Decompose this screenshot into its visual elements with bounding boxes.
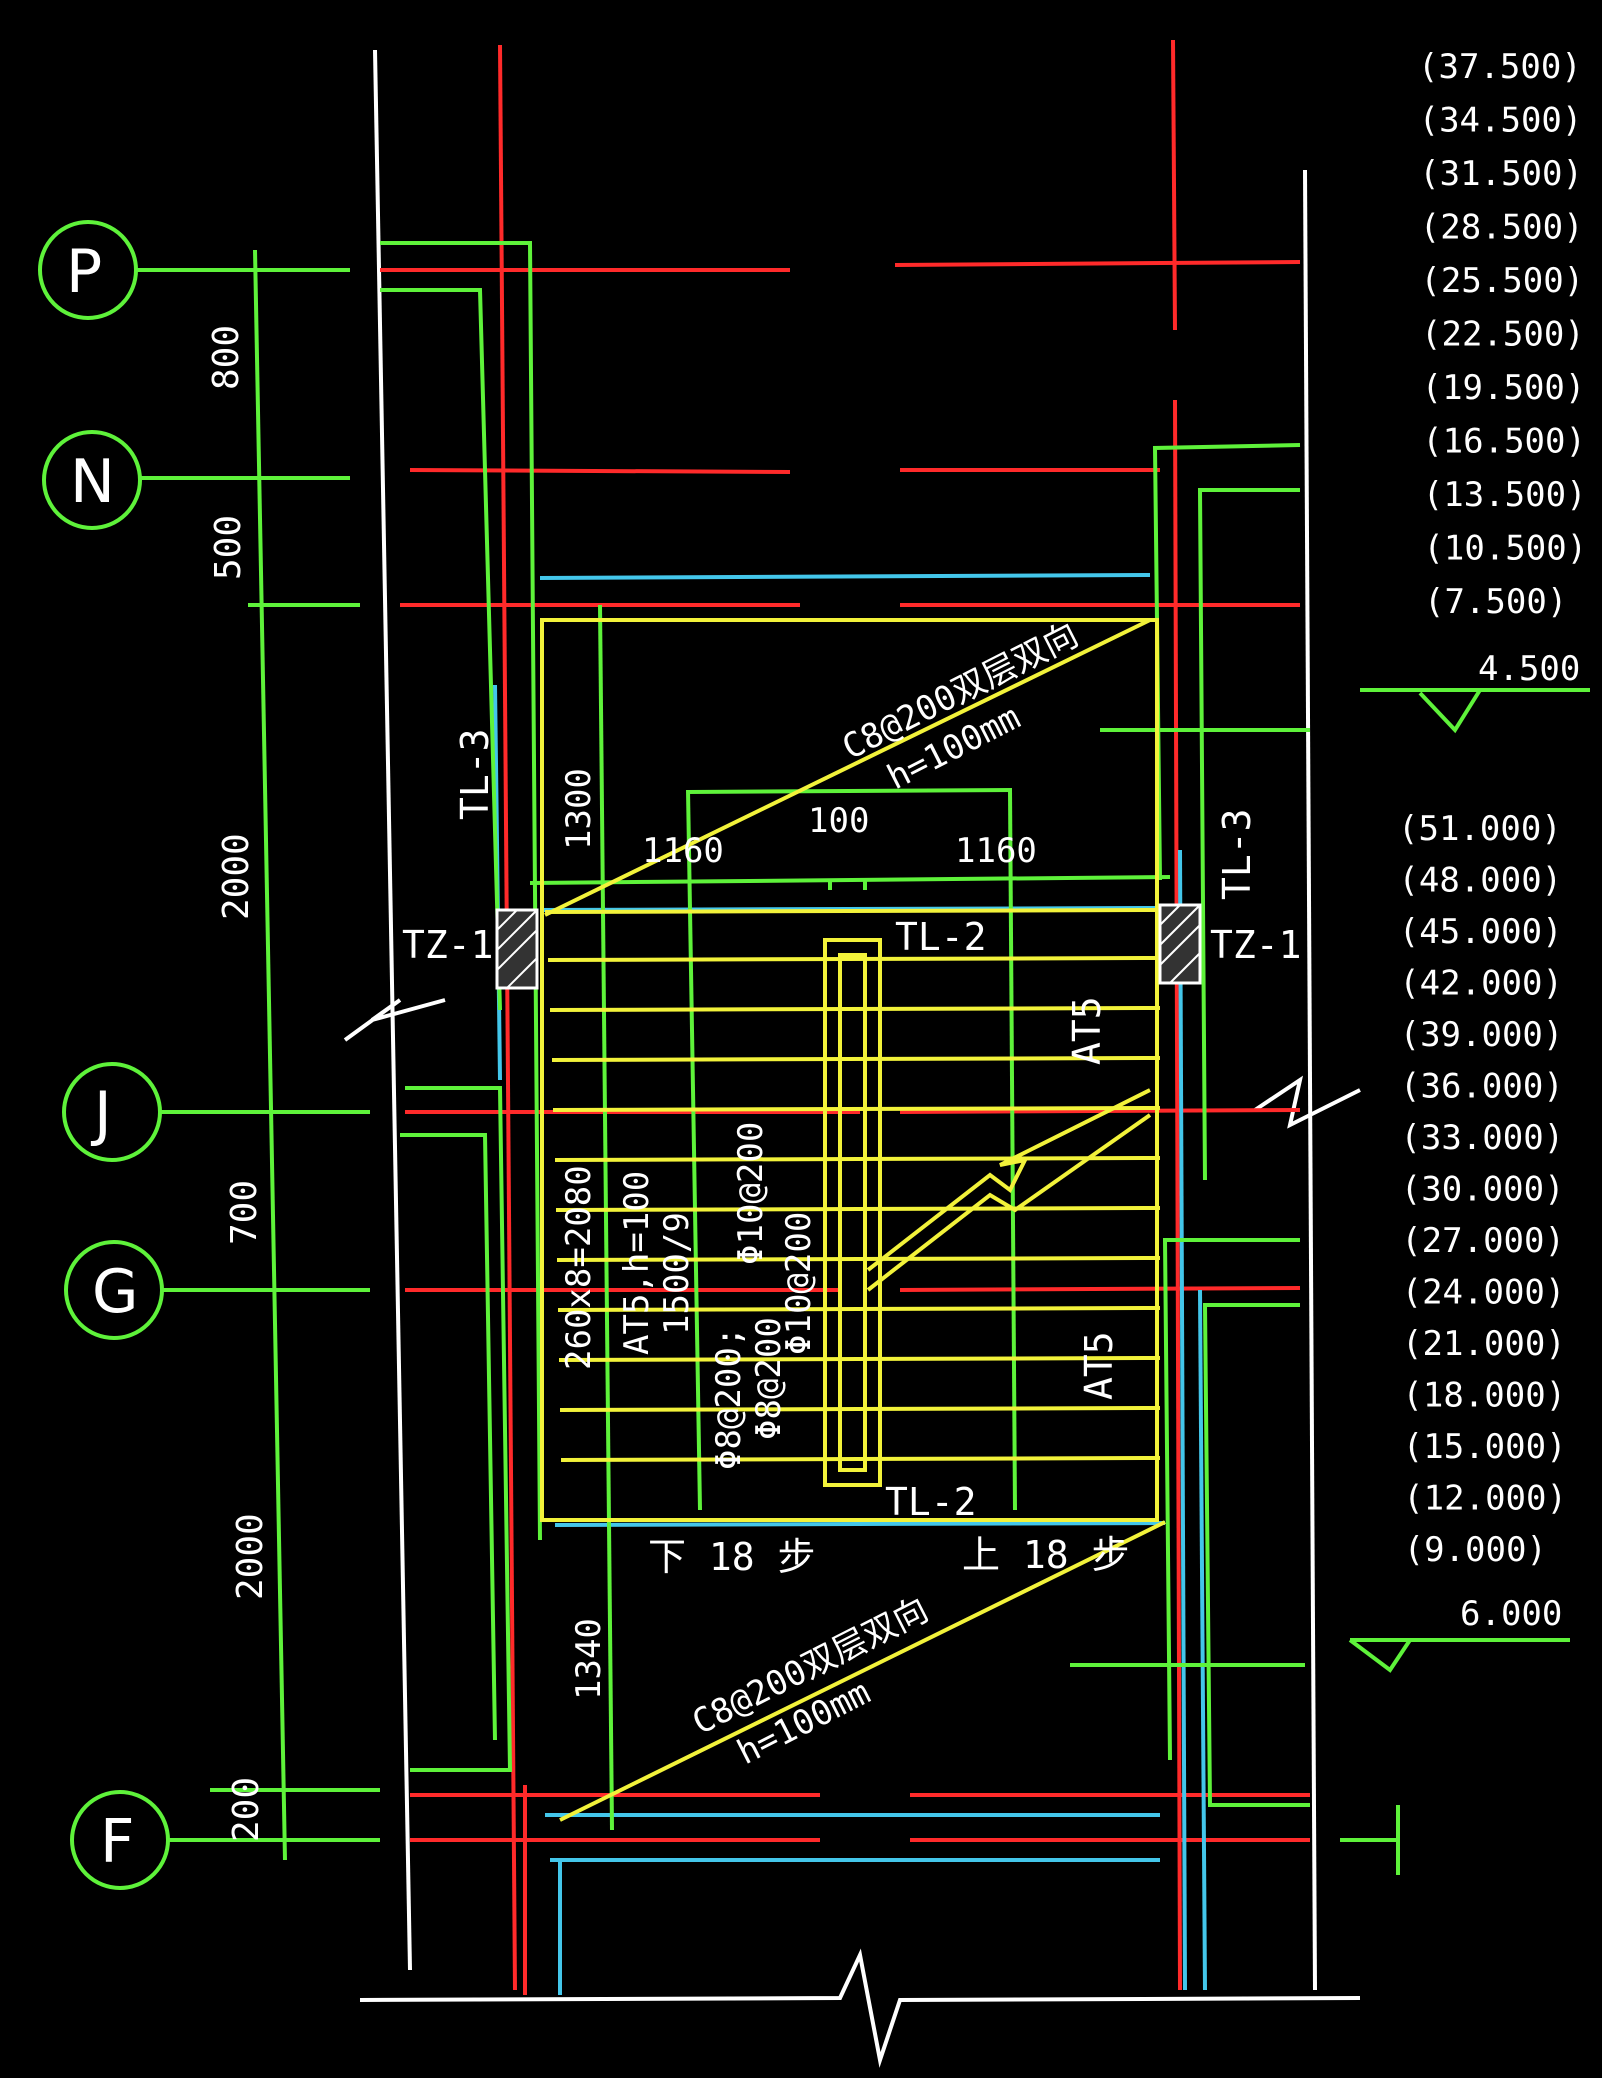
outer-walls	[343, 49, 1361, 2068]
elevation-value: (31.500)	[1419, 154, 1583, 194]
axis-label-g: G	[92, 1257, 139, 1327]
dim-800: 800	[206, 325, 247, 390]
at5-spec: AT5,h=100	[617, 1171, 657, 1355]
elevation-mark-6000: 6.000	[1460, 1594, 1562, 1634]
label-at5-lower: AT5	[1077, 1331, 1121, 1400]
label-tl2-bottom: TL-2	[885, 1480, 977, 1524]
axis-label-p: P	[66, 237, 102, 307]
elevation-value: (51.000)	[1398, 809, 1562, 849]
tz1-hatch	[496, 904, 1201, 989]
at5-width: 1500/9	[657, 1212, 697, 1335]
label-at5-upper: AT5	[1065, 996, 1109, 1065]
axis-label-j: J	[90, 1079, 112, 1149]
rebar-note-4: Φ8@200	[749, 1317, 789, 1440]
elevation-value: (39.000)	[1400, 1015, 1564, 1055]
elevation-value: (15.000)	[1403, 1427, 1567, 1467]
label-tl2-top: TL-2	[895, 915, 987, 959]
elevation-value: (25.500)	[1420, 261, 1584, 301]
elevation-value: (37.500)	[1418, 47, 1582, 87]
elevation-value: (27.000)	[1401, 1221, 1565, 1261]
elevation-value: (42.000)	[1399, 964, 1563, 1004]
rebar-note-3: Φ8@200;	[709, 1327, 749, 1470]
run-dimension: 260x8=2080	[559, 1165, 599, 1370]
elevation-value: (21.000)	[1402, 1324, 1566, 1364]
axis-label-f: F	[100, 1807, 135, 1877]
elevation-mark-4500: 4.500	[1478, 649, 1580, 689]
dim-2000-upper: 2000	[216, 833, 257, 920]
elevation-value: (48.000)	[1398, 861, 1562, 901]
elevation-value: (18.000)	[1402, 1376, 1566, 1416]
elevation-value: (24.000)	[1402, 1273, 1566, 1313]
stair-well	[823, 938, 882, 1487]
elevation-value: (30.000)	[1401, 1170, 1565, 1210]
dim-1340: 1340	[569, 1618, 609, 1700]
elevation-value: (13.500)	[1423, 475, 1587, 515]
dim-line-vertical	[253, 249, 287, 1861]
elevation-value: (12.000)	[1403, 1479, 1567, 1519]
elevation-value: (7.500)	[1424, 582, 1567, 622]
label-tl3-left: TL-3	[453, 728, 497, 820]
elevation-value: (9.000)	[1404, 1530, 1547, 1570]
label-down-18-steps: 下 18 步	[648, 1535, 816, 1579]
elevation-value: (22.500)	[1421, 315, 1585, 355]
elevation-value: (34.500)	[1419, 101, 1583, 141]
elevation-value: (28.500)	[1420, 208, 1584, 248]
dim-2000-lower: 2000	[230, 1513, 271, 1600]
elevation-value: (10.500)	[1423, 529, 1587, 569]
dim-1160-right: 1160	[955, 831, 1037, 871]
elevation-list-top: (37.500) (34.500) (31.500) (28.500) (25.500)…	[1418, 47, 1587, 622]
dim-700: 700	[224, 1180, 265, 1245]
dim-500: 500	[208, 515, 249, 580]
elevation-value: (33.000)	[1400, 1118, 1564, 1158]
label-tz1-left: TZ-1	[402, 923, 494, 967]
elevation-list-bottom: (51.000) (48.000) (45.000) (42.000) (39.000)…	[1398, 809, 1567, 1570]
label-tl3-right: TL-3	[1215, 808, 1259, 900]
elevation-value: (45.000)	[1399, 912, 1563, 952]
stair-treads	[540, 618, 1166, 1822]
stair-outline	[540, 618, 1159, 1522]
green-structure	[380, 241, 1590, 1875]
axis-label-n: N	[70, 447, 115, 517]
red-lines	[380, 39, 1310, 1995]
axis-grid	[38, 220, 380, 1890]
dim-100: 100	[808, 801, 869, 841]
rebar-note-1: Φ10@200	[731, 1122, 771, 1265]
label-tz1-right: TZ-1	[1210, 923, 1302, 967]
dim-200: 200	[226, 1777, 267, 1842]
label-up-18-steps: 上 18 步	[962, 1533, 1130, 1577]
cyan-lines	[493, 573, 1207, 1995]
rebar-note-2: Φ10@200	[779, 1212, 819, 1355]
dim-1160-left: 1160	[642, 831, 724, 871]
axis-bubble-j	[62, 1062, 162, 1162]
elevation-value: (16.500)	[1422, 422, 1586, 462]
elevation-value: (19.500)	[1422, 368, 1586, 408]
dim-1300: 1300	[559, 768, 599, 850]
elevation-value: (36.000)	[1400, 1067, 1564, 1107]
